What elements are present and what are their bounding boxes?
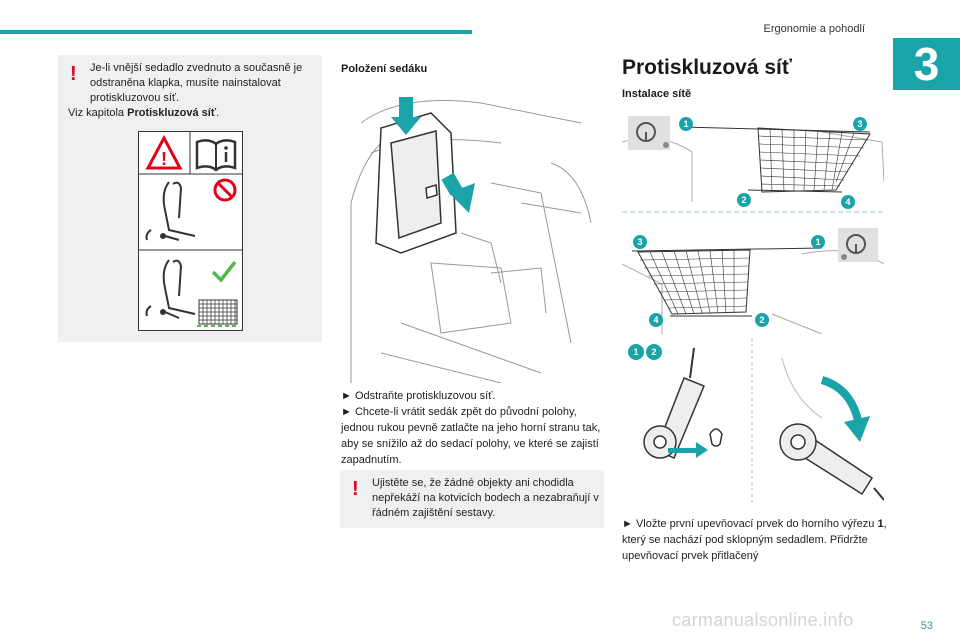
net-illustration-right-hand: 3 1 4 2 [621,224,885,335]
seat-lowering-illustration [341,83,604,384]
step-lower-seat: ► Chcete-li vrátit sedák zpět do původní… [341,406,601,466]
callout-2 [737,193,751,207]
callout-1-label: 1 [815,237,820,247]
exclamation-icon: ! [70,63,77,85]
callout-1 [628,344,644,360]
slot-shape [709,428,723,447]
rotate-arrow-icon [820,376,870,442]
callout-4-label: 4 [845,197,850,207]
lower-arrow-icon [441,172,475,213]
callout-1-label: 1 [633,347,638,357]
warning-text: Je-li vnější sedadlo zvednuto a současně… [90,62,303,104]
steering-wheel-icon [838,228,878,262]
net-illustration-left-hand: 1 3 2 4 [621,112,885,216]
push-arrow-icon [391,97,421,135]
seat-with-net-icon [145,259,196,319]
seat-steps: ► Odstraňte protiskluzovou síť. ► Chcete… [341,388,605,468]
checkmark-icon [211,260,237,283]
prohibited-icon [213,178,237,202]
step-insert-first-fixing: ► Vložte první upevňovací prvek do horní… [622,518,887,562]
callout-4 [841,195,855,209]
seat-folded-icon [145,181,196,241]
page-number: 53 [920,620,933,632]
callout-3-label: 3 [857,119,862,129]
callout-3 [853,117,867,131]
net-icon [197,299,239,327]
callout-2 [755,313,769,327]
callout-4 [649,313,663,327]
callout-2-label: 2 [759,315,764,325]
callout-1-label: 1 [683,119,688,129]
heading-seat-position: Položení sedáku [341,63,428,75]
section-title: Ergonomie a pohodlí [763,23,865,35]
callout-1 [679,117,693,131]
seat-cushion-shape [375,112,457,254]
hook-element-left [643,347,705,459]
callout-1 [811,235,825,249]
insert-arrow-icon [668,442,708,458]
step-remove-net: ► Odstraňte protiskluzovou síť. [341,390,496,402]
anchor-warning-text: Ujistěte se, že žádné objekty ani chodid… [372,477,599,519]
steering-wheel-icon [628,116,670,150]
seat-warning-pictogram: ! [138,131,243,331]
warning-box-anchor-points: ! Ujistěte se, že žádné objekty ani chod… [340,470,604,528]
callout-2-label: 2 [651,347,656,357]
warning-box-net-required: ! Je-li vnější sedadlo zvednuto a součas… [58,55,322,342]
warning-ref: Viz kapitola Protiskluzová síť. [68,107,220,119]
callout-3 [633,235,647,249]
manual-book-icon [195,139,237,172]
callout-4-label: 4 [653,315,658,325]
header-accent-bar [0,30,472,34]
hook-element-right [779,423,885,501]
exclamation-icon: ! [352,478,359,500]
chapter-number-badge: 3 [893,38,960,90]
cargo-net [757,127,871,193]
callout-2-label: 2 [741,195,746,205]
cargo-net [637,249,751,315]
fixing-element-illustration: 1 2 [622,338,885,506]
watermark: carmanualsonline.info [672,610,854,630]
section-heading-net: Protiskluzová síť [622,56,792,79]
svg-text:!: ! [161,149,167,169]
callout-2 [646,344,662,360]
warning-triangle-icon: ! [145,134,183,170]
callout-3-label: 3 [637,237,642,247]
subheading-install-net: Instalace sítě [622,88,692,100]
